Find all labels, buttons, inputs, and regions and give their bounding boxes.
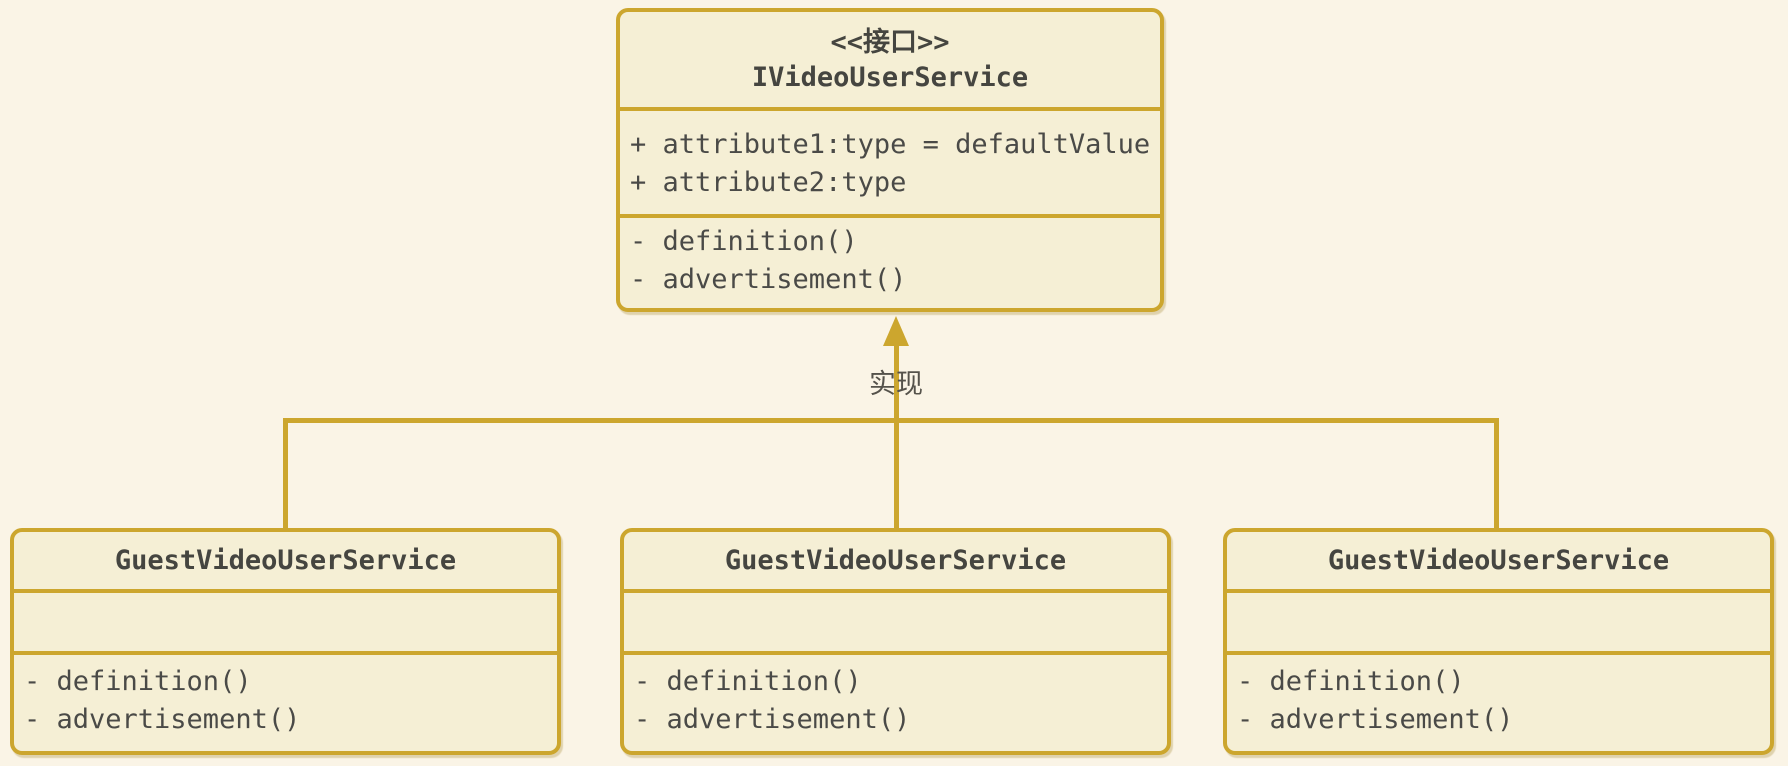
methods-section: - definition() - advertisement() bbox=[1227, 651, 1770, 751]
methods-section: - definition() - advertisement() bbox=[624, 651, 1167, 751]
method-line: - definition() bbox=[24, 666, 252, 697]
connector-right-branch bbox=[1494, 418, 1499, 528]
attribute-line: + attribute2:type bbox=[630, 167, 907, 198]
interface-class-box: <<接口>> IVideoUserService + attribute1:ty… bbox=[616, 8, 1164, 312]
implementation-class-box-left: GuestVideoUserService - definition() - a… bbox=[10, 528, 561, 755]
methods-section: - definition() - advertisement() bbox=[14, 651, 557, 751]
method-line: - advertisement() bbox=[24, 704, 301, 735]
method-line: - definition() bbox=[634, 666, 862, 697]
attribute-line: + attribute1:type = defaultValue bbox=[630, 129, 1151, 160]
class-name: GuestVideoUserService bbox=[114, 545, 457, 576]
interface-class-name: IVideoUserService bbox=[751, 61, 1029, 93]
class-name: GuestVideoUserService bbox=[724, 545, 1067, 576]
interface-stereotype: <<接口>> bbox=[830, 26, 950, 58]
realization-arrow-line bbox=[894, 342, 899, 528]
method-line: - advertisement() bbox=[1237, 704, 1514, 735]
method-line: - advertisement() bbox=[630, 264, 907, 295]
attributes-section-empty bbox=[624, 589, 1167, 651]
interface-class-header: <<接口>> IVideoUserService bbox=[620, 12, 1160, 107]
implementation-class-box-right: GuestVideoUserService - definition() - a… bbox=[1223, 528, 1774, 755]
implementation-class-box-middle: GuestVideoUserService - definition() - a… bbox=[620, 528, 1171, 755]
realization-arrowhead-icon bbox=[883, 316, 909, 346]
method-line: - definition() bbox=[1237, 666, 1465, 697]
attributes-section-empty bbox=[14, 589, 557, 651]
method-line: - advertisement() bbox=[634, 704, 911, 735]
connector-left-branch bbox=[283, 418, 288, 528]
method-line: - definition() bbox=[630, 226, 858, 257]
interface-methods-section: - definition() - advertisement() bbox=[620, 214, 1160, 308]
interface-attributes-section: + attribute1:type = defaultValue + attri… bbox=[620, 107, 1160, 214]
realization-edge-label: 实现 bbox=[869, 369, 923, 400]
connector-horizontal-bus bbox=[283, 418, 1499, 423]
class-name: GuestVideoUserService bbox=[1327, 545, 1670, 576]
attributes-section-empty bbox=[1227, 589, 1770, 651]
